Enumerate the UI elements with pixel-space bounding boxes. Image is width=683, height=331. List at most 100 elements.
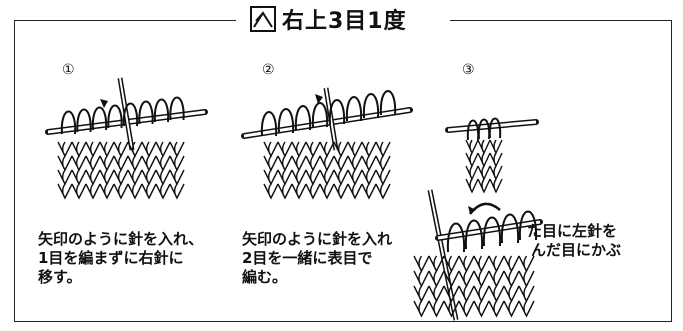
fabric-stitch	[263, 183, 279, 200]
fabric-stitch	[155, 183, 171, 200]
step-3-caption: た目に左針を んだ目にかぶ	[527, 222, 621, 260]
fabric-stitch	[113, 155, 129, 172]
fabric-stitch	[413, 300, 430, 318]
fabric-stitch	[428, 300, 445, 318]
fabric-stitch	[458, 285, 475, 303]
stitch-loop	[362, 93, 380, 119]
stitch-loop	[60, 110, 77, 135]
step-1-caption-line-1: 矢印のように針を入れ、	[38, 230, 204, 248]
fabric-stitch	[169, 141, 185, 158]
stitch-loop	[482, 216, 502, 247]
fabric-stitch	[489, 178, 503, 194]
fabric-stitch	[57, 183, 73, 200]
fabric-stitch	[428, 285, 445, 303]
stitch-loop	[277, 108, 295, 134]
stitch-loop	[260, 111, 278, 137]
fabric-stitch	[488, 255, 505, 273]
fabric-stitch	[113, 141, 129, 158]
fabric-stitch	[503, 255, 520, 273]
fabric-stitch	[305, 155, 321, 172]
stitch-loop	[464, 219, 484, 250]
fabric-stitch	[361, 183, 377, 200]
fabric-stitch	[85, 141, 101, 158]
fabric-stitch	[99, 141, 115, 158]
fabric-stitch	[277, 183, 293, 200]
fabric-stitch	[465, 178, 479, 194]
fabric-stitch	[141, 169, 157, 186]
title-box: 右上3目1度	[236, 4, 450, 34]
step-2-caption-line-3: 編む。	[242, 268, 288, 286]
fabric-stitch	[263, 169, 279, 186]
fabric-stitch	[347, 141, 363, 158]
step-2-illustration	[241, 87, 413, 200]
step-3-caption-line-1: た目に左針を	[527, 222, 618, 240]
fabric-stitch	[71, 183, 87, 200]
fabric-stitch	[155, 155, 171, 172]
stitch-loop	[379, 90, 397, 116]
decrease-symbol-icon-svg	[253, 11, 273, 28]
step-1-illustration	[45, 77, 208, 200]
fabric-stitch	[518, 300, 535, 318]
fabric-stitch	[319, 141, 335, 158]
fabric-stitch	[85, 169, 101, 186]
fabric-stitch	[333, 169, 349, 186]
step-1-number: ①	[62, 62, 75, 78]
fabric-stitch	[291, 169, 307, 186]
fabric-stitch	[155, 141, 171, 158]
fabric-stitch	[113, 183, 129, 200]
fabric-stitch	[458, 270, 475, 288]
fabric-stitch	[413, 255, 430, 273]
stitch-loop	[328, 99, 346, 125]
fabric-stitch	[305, 141, 321, 158]
fabric-stitch	[263, 141, 279, 158]
fabric-stitch	[473, 285, 490, 303]
fabric-stitch	[333, 155, 349, 172]
stitch-loop	[153, 98, 170, 123]
step-2-number: ②	[262, 62, 275, 78]
fabric-stitch	[85, 155, 101, 172]
decrease-symbol-icon	[250, 6, 276, 32]
fabric-stitch	[413, 285, 430, 303]
stitch-loop	[446, 222, 466, 253]
fabric-stitch	[57, 155, 73, 172]
step-2-caption: 矢印のように針を入れ 2目を一緒に表目で 編む。	[242, 230, 392, 287]
fabric-stitch	[488, 270, 505, 288]
step-3-caption-line-2: んだ目にかぶ	[531, 241, 622, 259]
fabric-stitch	[488, 300, 505, 318]
fabric-stitch	[319, 155, 335, 172]
stitch-loop	[107, 104, 123, 129]
fabric-stitch	[347, 183, 363, 200]
fabric-stitch	[319, 183, 335, 200]
fabric-stitch	[263, 155, 279, 172]
fabric-stitch	[99, 169, 115, 186]
fabric-stitch	[375, 169, 391, 186]
fabric-stitch	[141, 183, 157, 200]
stitch-loop	[122, 102, 139, 127]
fabric-stitch	[333, 183, 349, 200]
fabric-stitch	[465, 152, 479, 168]
fabric-stitch	[375, 155, 391, 172]
stitch-loop	[138, 100, 154, 125]
fabric-stitch	[489, 139, 503, 155]
fabric-stitch	[477, 152, 491, 168]
fabric-stitch	[477, 139, 491, 155]
fabric-stitch	[127, 183, 143, 200]
stitch-loop	[76, 108, 92, 133]
fabric-stitch	[361, 169, 377, 186]
fabric-stitch	[141, 141, 157, 158]
fabric-stitch	[477, 165, 491, 181]
fabric-stitch	[489, 152, 503, 168]
fabric-stitch	[473, 300, 490, 318]
fabric-stitch	[57, 169, 73, 186]
fabric-stitch	[127, 169, 143, 186]
fabric-stitch	[347, 155, 363, 172]
stitch-loop	[294, 105, 312, 131]
fabric-stitch	[473, 255, 490, 273]
fabric-stitch	[113, 169, 129, 186]
fabric-stitch	[99, 155, 115, 172]
fabric-stitch	[488, 285, 505, 303]
fabric-stitch	[503, 270, 520, 288]
fabric-stitch	[473, 270, 490, 288]
page-title: 右上3目1度	[282, 9, 407, 34]
